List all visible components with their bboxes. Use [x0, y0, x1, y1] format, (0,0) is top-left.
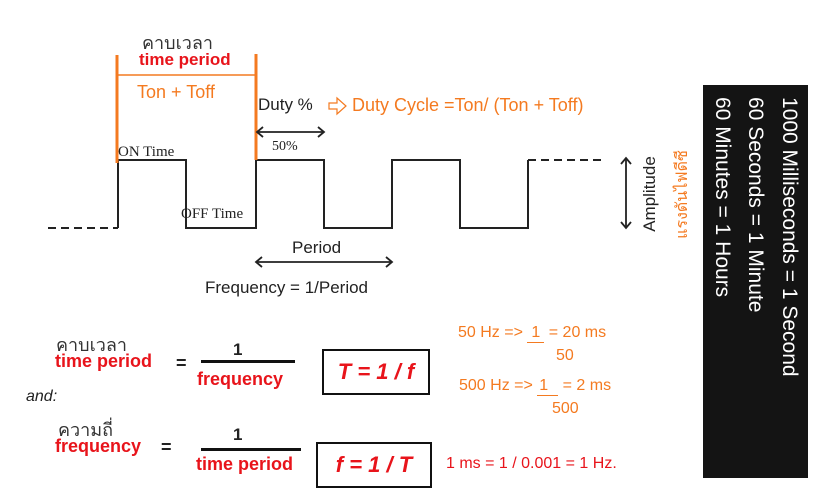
- frequency-label: frequency: [55, 436, 142, 456]
- amplitude-arrow: [620, 156, 632, 230]
- duty-cycle-formula: Duty Cycle =Ton/ (Ton + Toff): [352, 95, 584, 115]
- example-500hz: 500 Hz => 1 = 2 ms: [459, 377, 611, 396]
- example-500hz-denominator: 500: [552, 400, 579, 417]
- thai-time-period: คาบเวลา: [142, 33, 213, 54]
- f-formula-box: f = 1 / T: [316, 442, 432, 488]
- amplitude-label: Amplitude: [639, 156, 659, 232]
- time-period-label: time period: [55, 351, 153, 371]
- numerator-one: 1: [233, 340, 243, 359]
- example-50hz-denominator: 50: [556, 347, 574, 364]
- square-wave: [48, 159, 602, 229]
- thai-time-period-2: คาบเวลา: [56, 335, 127, 356]
- time-units-panel: 1000 Milliseconds = 1 Second 60 Seconds …: [703, 85, 808, 478]
- time-period-title: time period: [139, 50, 231, 69]
- duty-percent-label: Duty %: [258, 95, 313, 114]
- period-label: Period: [292, 238, 342, 257]
- time-period-bracket: [115, 54, 258, 163]
- example-500hz-numerator: 1: [537, 377, 559, 396]
- equals-sign: =: [176, 353, 187, 373]
- panel-line-seconds: 60 Seconds = 1 Minute: [744, 97, 767, 313]
- on-time-label: ON Time: [118, 144, 175, 160]
- frequency-denominator: frequency: [197, 369, 284, 389]
- example-50hz-left: 50 Hz =>: [458, 324, 523, 341]
- time-period-denominator: time period: [196, 454, 294, 474]
- panel-line-minutes: 60 Minutes = 1 Hours: [711, 97, 734, 298]
- fifty-percent-label: 50%: [272, 139, 298, 154]
- thai-frequency: ความถี่: [58, 420, 114, 441]
- example-50hz: 50 Hz => 1 = 20 ms: [458, 324, 606, 343]
- example-500hz-left: 500 Hz =>: [459, 377, 533, 394]
- example-500hz-right: = 2 ms: [562, 377, 612, 394]
- panel-line-milliseconds: 1000 Milliseconds = 1 Second: [778, 97, 801, 377]
- thai-amplitude-label: แรงดันไฟดีซี: [671, 150, 691, 239]
- hollow-arrow-icon: [328, 96, 347, 116]
- ton-toff-label: Ton + Toff: [137, 82, 215, 102]
- frequency-equation: Frequency = 1/Period: [205, 278, 369, 297]
- equals-sign-2: =: [161, 437, 172, 457]
- example-50hz-right: = 20 ms: [548, 324, 607, 341]
- fraction-line-2: [201, 448, 301, 451]
- fraction-line: [201, 360, 295, 363]
- numerator-one-2: 1: [233, 425, 243, 444]
- example-50hz-numerator: 1: [527, 324, 545, 343]
- t-formula-box: T = 1 / f: [322, 349, 430, 395]
- ms-conversion: 1 ms = 1 / 0.001 = 1 Hz.: [446, 455, 617, 472]
- off-time-label: OFF Time: [181, 206, 244, 222]
- duty-arrow: [255, 126, 326, 138]
- period-arrow: [254, 256, 394, 268]
- and-label: and:: [26, 388, 58, 405]
